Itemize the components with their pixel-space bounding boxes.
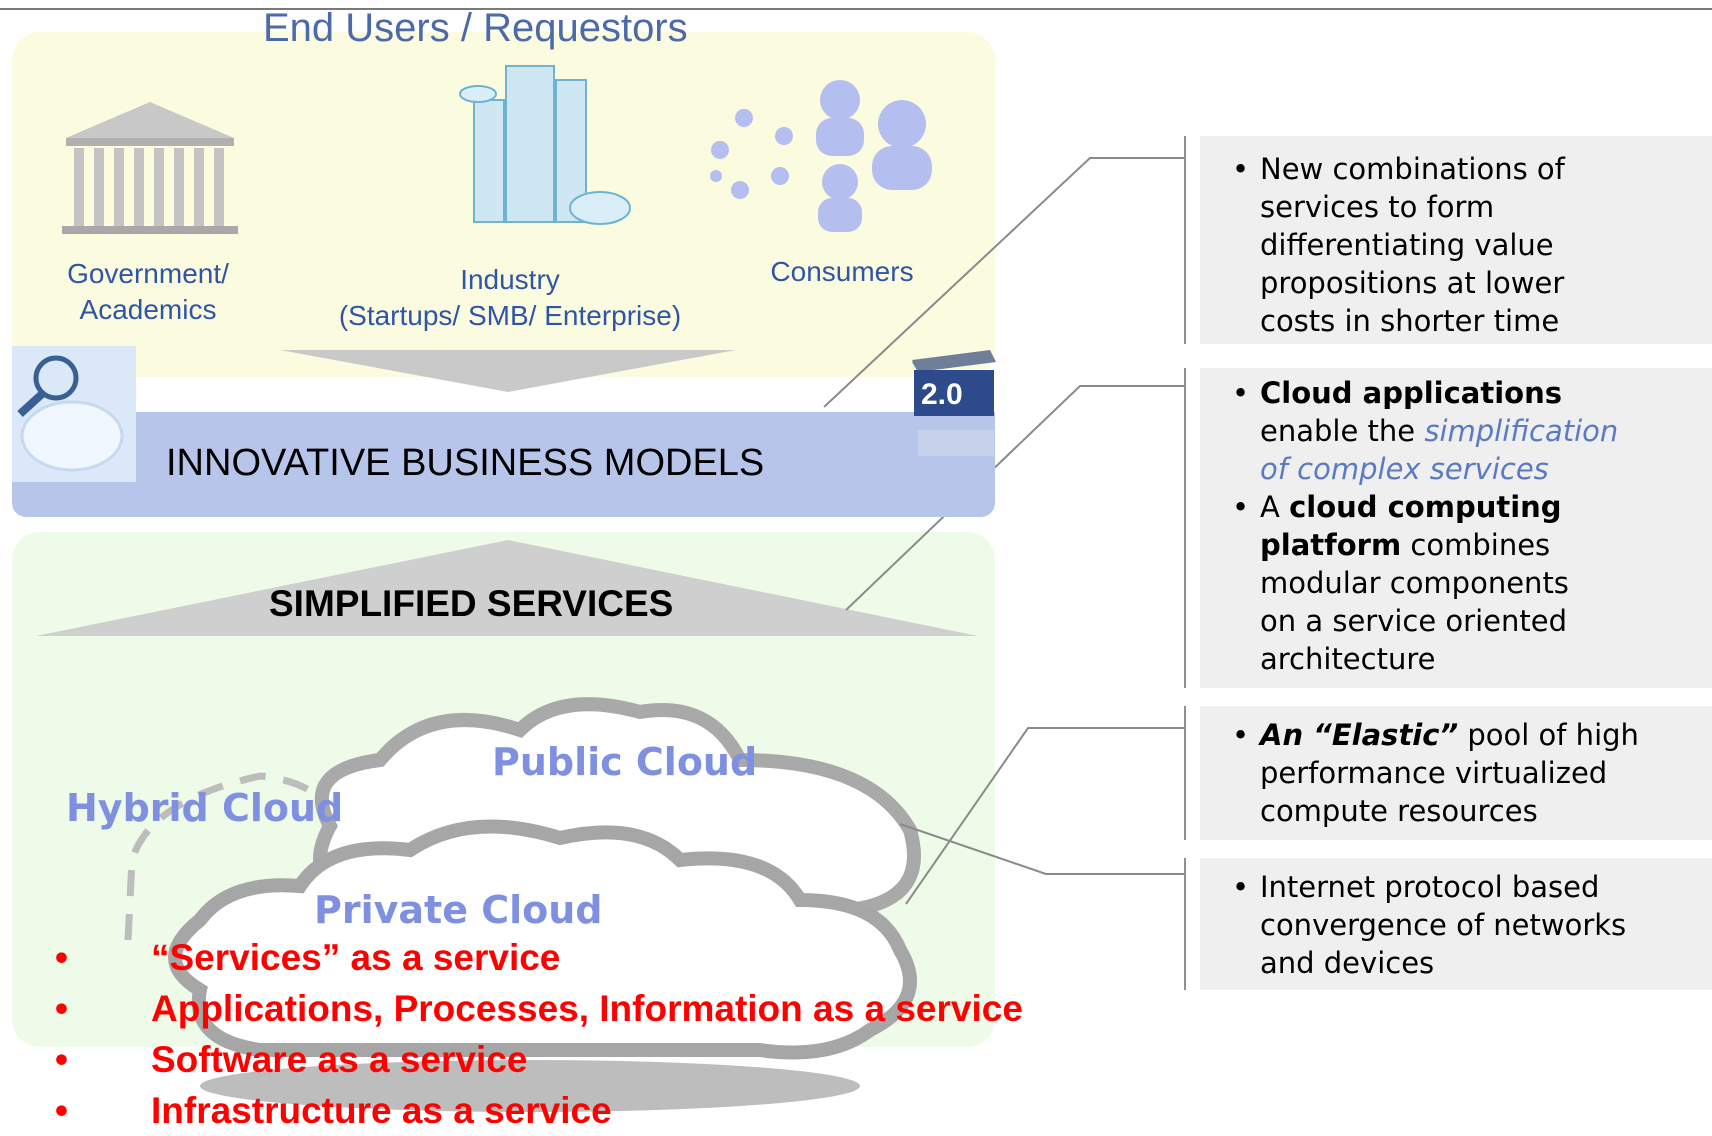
hybrid-cloud-label: Hybrid Cloud [66, 786, 344, 830]
hybrid-dashed-outline [124, 772, 444, 941]
note-separator [1184, 136, 1186, 344]
private-cloud-shape [168, 819, 917, 1060]
industry-label: Industry (Startups/ SMB/ Enterprise) [338, 264, 682, 331]
note-separator [1184, 368, 1186, 688]
consumers-people-icon [710, 80, 932, 232]
end-users-title: End Users / Requestors [263, 6, 688, 50]
cloud-shadow [200, 1060, 860, 1112]
web-2-badge: 2.0 [921, 378, 963, 411]
note-separator [1184, 858, 1186, 990]
note-box-innovation: New combinations of services to form dif… [1200, 136, 1712, 344]
business-models-band [12, 412, 995, 517]
business-models-label: INNOVATIVE BUSINESS MODELS [166, 442, 765, 484]
government-label: Government/ Academics [67, 258, 229, 325]
public-cloud-label: Public Cloud [492, 740, 758, 784]
simplified-services-title: SIMPLIFIED SERVICES [269, 583, 674, 624]
up-arrow [36, 540, 978, 636]
down-arrow [280, 350, 736, 392]
government-building-icon [62, 102, 238, 234]
note-box-simplification: Cloud applications enable the simplifica… [1200, 368, 1712, 688]
note-separator [1184, 706, 1186, 840]
connector-lines [823, 157, 1184, 905]
consumers-label: Consumers [770, 256, 914, 287]
note-box-elastic: An “Elastic” pool of high performance vi… [1200, 706, 1712, 840]
private-cloud-label: Private Cloud [314, 888, 603, 932]
top-divider [0, 8, 1712, 10]
industry-buildings-icon [459, 65, 631, 225]
note-box-convergence: Internet protocol based convergence of n… [1200, 858, 1712, 990]
